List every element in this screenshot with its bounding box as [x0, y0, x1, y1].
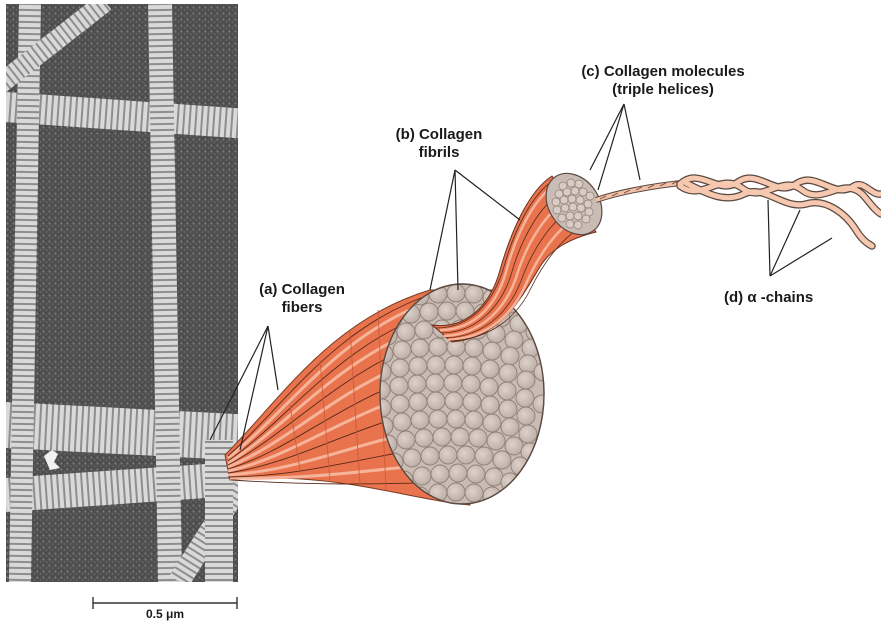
collagen-triple-helix	[596, 181, 690, 200]
alpha-chains	[680, 178, 881, 246]
label-collagen-molecules-line1: (c) Collagen molecules	[560, 63, 766, 81]
label-alpha-chains: (d) α -chains	[724, 289, 844, 307]
scale-bar-label: 0.5 μm	[130, 607, 200, 621]
label-collagen-fibrils-line1: (b) Collagen	[388, 126, 490, 144]
label-collagen-fibers-line1: (a) Collagen	[246, 281, 358, 299]
label-collagen-fibers-line2: fibers	[246, 299, 358, 317]
label-alpha-chains-text: (d) α -chains	[724, 289, 844, 307]
label-collagen-molecules-line2: (triple helices)	[560, 81, 766, 99]
label-collagen-fibrils-line2: fibrils	[388, 144, 490, 162]
label-collagen-molecules: (c) Collagen molecules (triple helices)	[560, 63, 766, 99]
label-collagen-fibers: (a) Collagen fibers	[246, 281, 358, 317]
electron-micrograph	[0, 0, 252, 590]
label-collagen-fibrils: (b) Collagen fibrils	[388, 126, 490, 162]
